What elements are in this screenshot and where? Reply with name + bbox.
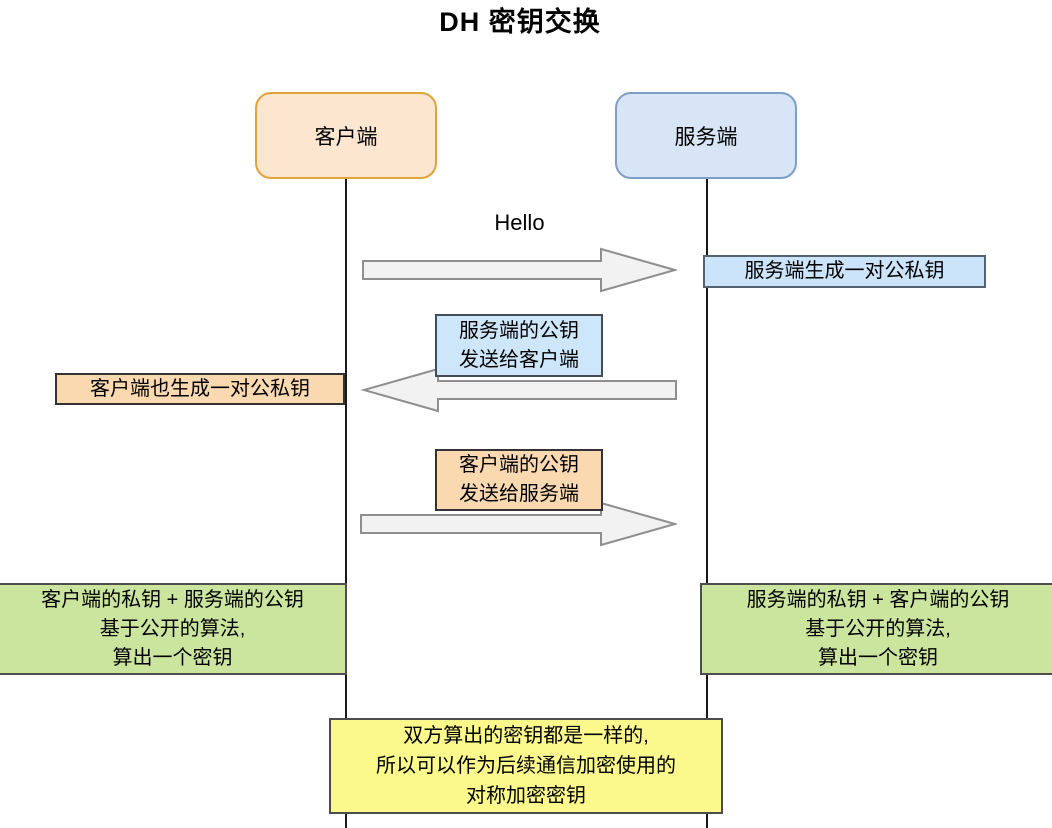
server-lifeline [706,179,708,828]
client-actor-label: 客户端 [314,125,378,149]
server-keypair-note: 服务端生成一对公私钥 [703,255,986,288]
client-lifeline [345,179,347,828]
client-compute-line3: 算出一个密钥 [112,646,233,669]
client-pubkey-line2: 发送给服务端 [459,483,579,505]
server-compute-note: 服务端的私钥 + 客户端的公钥 基于公开的算法, 算出一个密钥 [700,583,1052,675]
client-compute-line2: 基于公开的算法, [99,617,246,640]
diagram-title: DH 密钥交换 [439,7,601,37]
conclusion-line2: 所以可以作为后续通信加密使用的 [376,755,676,777]
server-compute-line1: 服务端的私钥 + 客户端的公钥 [746,588,1010,611]
conclusion-line3: 对称加密密钥 [466,785,586,807]
server-pubkey-line1: 服务端的公钥 [459,319,579,342]
server-pubkey-line2: 发送给客户端 [459,348,579,371]
server-pubkey-message-label: 服务端的公钥 发送给客户端 [435,314,603,377]
client-pubkey-message-label: 客户端的公钥 发送给服务端 [435,449,603,511]
server-actor-label: 服务端 [674,125,738,149]
conclusion-note: 双方算出的密钥都是一样的, 所以可以作为后续通信加密使用的 对称加密密钥 [329,718,723,814]
client-keypair-note-text: 客户端也生成一对公私钥 [90,377,310,400]
client-actor-box: 客户端 [255,92,437,179]
server-compute-line3: 算出一个密钥 [818,646,938,669]
server-actor-box: 服务端 [615,92,797,179]
right-arrow-icon [362,247,677,293]
server-keypair-note-text: 服务端生成一对公私钥 [744,260,945,282]
client-pubkey-line1: 客户端的公钥 [459,454,579,476]
left-arrow-icon [360,367,677,413]
server-compute-line2: 基于公开的算法, [805,617,951,640]
hello-message-label: Hello [494,210,545,235]
client-keypair-note: 客户端也生成一对公私钥 [55,373,345,405]
client-compute-line1: 客户端的私钥 + 服务端的公钥 [41,588,304,611]
right-arrow-icon [360,501,677,547]
conclusion-line1: 双方算出的密钥都是一样的, [403,725,649,747]
client-compute-note: 客户端的私钥 + 服务端的公钥 基于公开的算法, 算出一个密钥 [0,583,347,675]
